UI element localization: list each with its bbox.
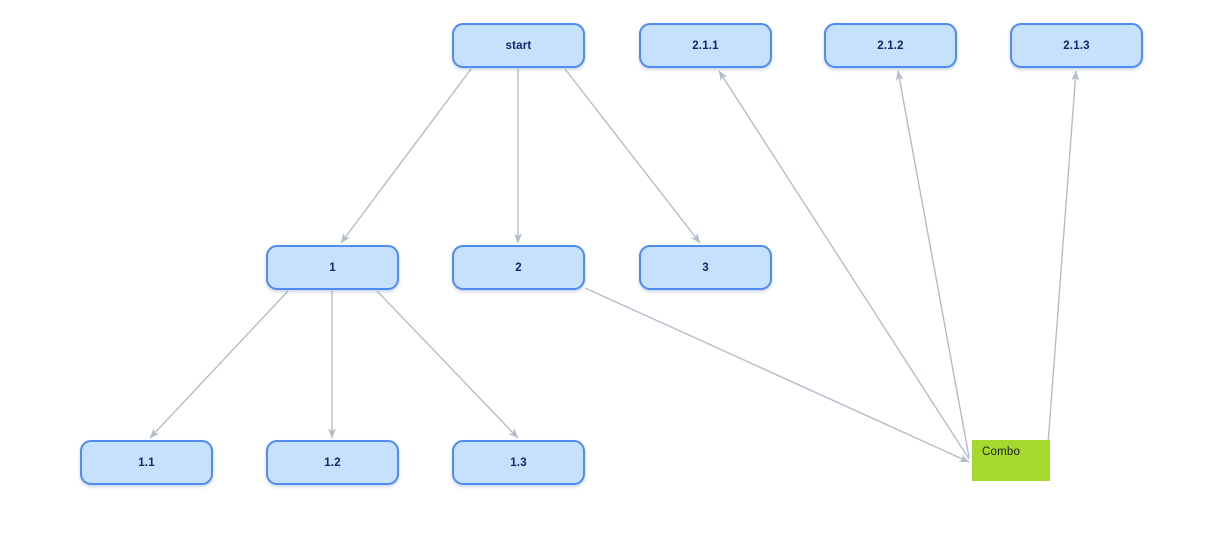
node-label-n11: 1.1 [138,456,155,469]
node-n212[interactable]: 2.1.2 [824,23,957,68]
edge-combo-to-n212[interactable] [895,70,970,458]
node-label-n12: 1.2 [324,456,341,469]
node-start[interactable]: start [452,23,585,68]
node-n11[interactable]: 1.1 [80,440,213,485]
node-n211[interactable]: 2.1.1 [639,23,772,68]
node-label-n211: 2.1.1 [692,39,719,52]
edge-combo-to-n213[interactable] [1047,70,1080,445]
edge-start-to-n1[interactable] [340,68,472,244]
node-label-n212: 2.1.2 [877,39,904,52]
node-label-start: start [505,39,532,52]
edge-n1-to-n13[interactable] [376,290,519,439]
node-n213[interactable]: 2.1.3 [1010,23,1143,68]
node-label-n13: 1.3 [510,456,527,469]
node-n1[interactable]: 1 [266,245,399,290]
node-n3[interactable]: 3 [639,245,772,290]
edge-n2-to-combo[interactable] [584,287,970,463]
node-n2[interactable]: 2 [452,245,585,290]
node-label-n3: 3 [702,261,709,274]
node-combo[interactable]: Combo [972,440,1050,481]
node-label-n213: 2.1.3 [1063,39,1090,52]
node-n13[interactable]: 1.3 [452,440,585,485]
edge-n1-to-n11[interactable] [149,290,289,439]
edge-start-to-n3[interactable] [564,68,701,244]
node-n12[interactable]: 1.2 [266,440,399,485]
node-label-n1: 1 [329,261,336,274]
node-label-n2: 2 [515,261,522,274]
node-label-combo: Combo [982,446,1021,458]
